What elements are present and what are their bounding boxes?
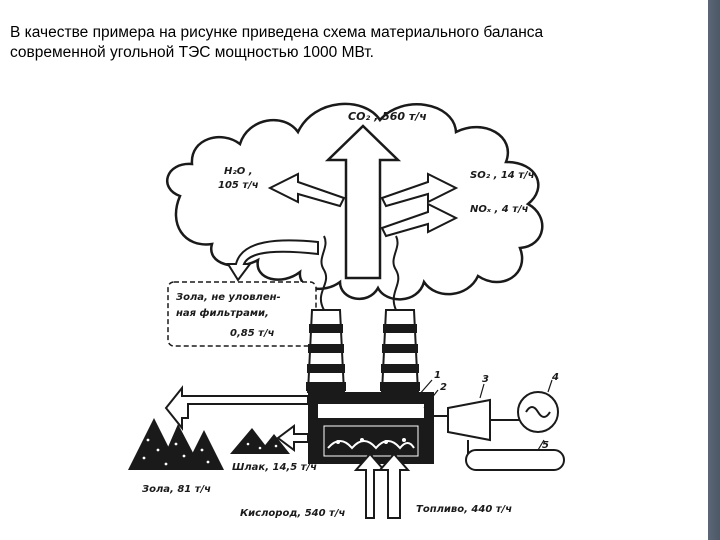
generator-icon xyxy=(517,391,559,433)
nox-label: NOₓ , 4 т/ч xyxy=(470,204,529,215)
h2o-arrow xyxy=(267,172,346,208)
caption-line-2: современной угольной ТЭС мощностью 1000 … xyxy=(10,44,374,61)
fly-ash-arrow xyxy=(226,239,319,282)
oxygen-label: Кислород, 540 т/ч xyxy=(240,508,345,519)
fly-ash-label-line2: ная фильтрами, xyxy=(176,307,269,319)
so2-label: SO₂ , 14 т/ч xyxy=(470,170,535,181)
label-3: 3 xyxy=(482,374,489,385)
chimney-left xyxy=(306,309,346,393)
label-4: 4 xyxy=(551,372,559,383)
material-balance-figure: CO₂ , 560 т/ч H₂O , 105 т/ч SO₂ , 14 т/ч… xyxy=(118,78,568,523)
slag-pile xyxy=(230,428,290,454)
ash-arrow xyxy=(164,385,309,431)
label-1: 1 xyxy=(434,370,441,381)
fly-ash-label-line1: Зола, не уловлен- xyxy=(176,292,281,303)
fly-ash-label-line3: 0,85 т/ч xyxy=(230,328,275,339)
ash-label: Зола, 81 т/ч xyxy=(142,484,211,495)
so2-arrow xyxy=(380,172,459,208)
label-5: 5 xyxy=(542,440,549,451)
h2o-label-line1: H₂O , xyxy=(224,166,253,177)
slag-label: Шлак, 14,5 т/ч xyxy=(232,462,317,473)
smoke-plume-right xyxy=(392,235,400,311)
fuel-arrow xyxy=(377,452,411,519)
label-2: 2 xyxy=(440,382,447,393)
fuel-label: Топливо, 440 т/ч xyxy=(416,504,512,515)
turbine xyxy=(434,398,520,442)
oxygen-arrow xyxy=(353,452,387,519)
condenser xyxy=(465,449,565,471)
material-balance-diagram: CO₂ , 560 т/ч H₂O , 105 т/ч SO₂ , 14 т/ч… xyxy=(128,102,565,519)
h2o-label-line2: 105 т/ч xyxy=(218,180,259,191)
ash-piles xyxy=(128,418,224,470)
slag-arrow xyxy=(276,424,309,452)
co2-label: CO₂ , 560 т/ч xyxy=(348,110,427,123)
chimney-right xyxy=(380,309,420,393)
co2-arrow xyxy=(324,124,402,280)
smoke-plume-left xyxy=(319,235,327,311)
slide-caption: В качестве примера на рисунке приведена … xyxy=(10,23,700,63)
caption-line-1: В качестве примера на рисунке приведена … xyxy=(10,24,544,41)
boiler-building xyxy=(308,392,434,464)
nox-arrow xyxy=(380,202,459,238)
